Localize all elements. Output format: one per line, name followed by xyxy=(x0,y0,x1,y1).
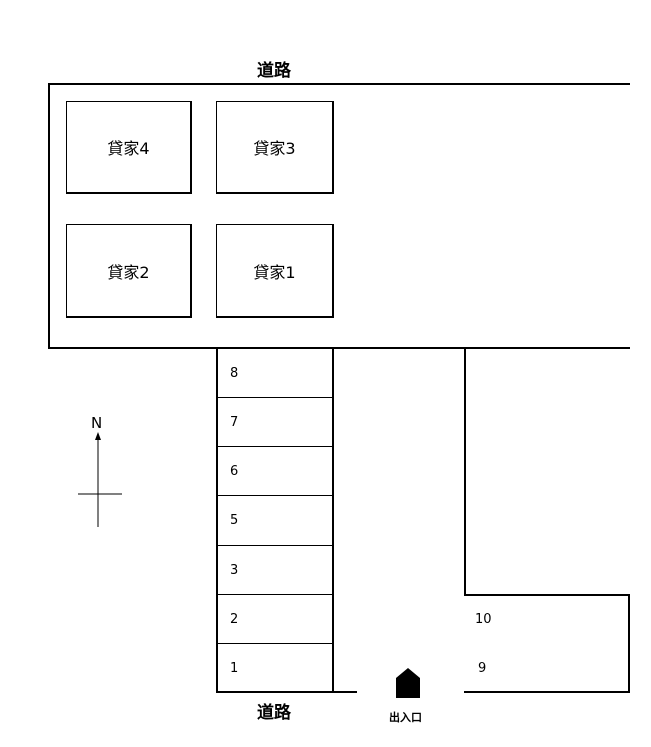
house-2: 貸家2 xyxy=(66,224,192,318)
right-area-top xyxy=(464,594,630,596)
lot-border-left xyxy=(48,83,50,348)
parking-spot-7: 7 xyxy=(230,415,239,430)
parking-spot-3: 3 xyxy=(230,563,239,578)
parking-right-edge xyxy=(332,348,334,693)
parking-spot-6: 6 xyxy=(230,464,239,479)
parking-divider xyxy=(216,594,334,595)
right-area-right-edge xyxy=(628,594,630,693)
lot-border-bottom xyxy=(48,347,630,349)
house-3: 貸家3 xyxy=(216,101,334,194)
parking-left-edge xyxy=(216,348,218,693)
parking-spot-2: 2 xyxy=(230,612,239,627)
compass-icon xyxy=(78,432,122,527)
house-4: 貸家4 xyxy=(66,101,192,194)
parking-divider xyxy=(216,446,334,447)
house-entrance-icon xyxy=(396,668,420,698)
compass-north-label: N xyxy=(91,414,103,432)
parking-spot-9: 9 xyxy=(478,661,487,676)
parking-spot-1: 1 xyxy=(230,661,239,676)
parking-spot-8: 8 xyxy=(230,366,239,381)
parking-spot-5: 5 xyxy=(230,513,239,528)
entrance-label: 出入口 xyxy=(389,711,422,724)
parking-divider xyxy=(216,643,334,644)
parking-bottom xyxy=(216,691,357,693)
road-label-south: 道路 xyxy=(257,703,291,723)
road-label-north: 道路 xyxy=(257,61,291,81)
lot-border-top xyxy=(48,83,630,85)
parking-divider xyxy=(216,545,334,546)
right-area-left-edge xyxy=(464,348,466,595)
right-area-bottom xyxy=(464,691,630,693)
parking-divider xyxy=(216,397,334,398)
house-1: 貸家1 xyxy=(216,224,334,318)
parking-spot-10: 10 xyxy=(475,612,492,627)
parking-divider xyxy=(216,495,334,496)
